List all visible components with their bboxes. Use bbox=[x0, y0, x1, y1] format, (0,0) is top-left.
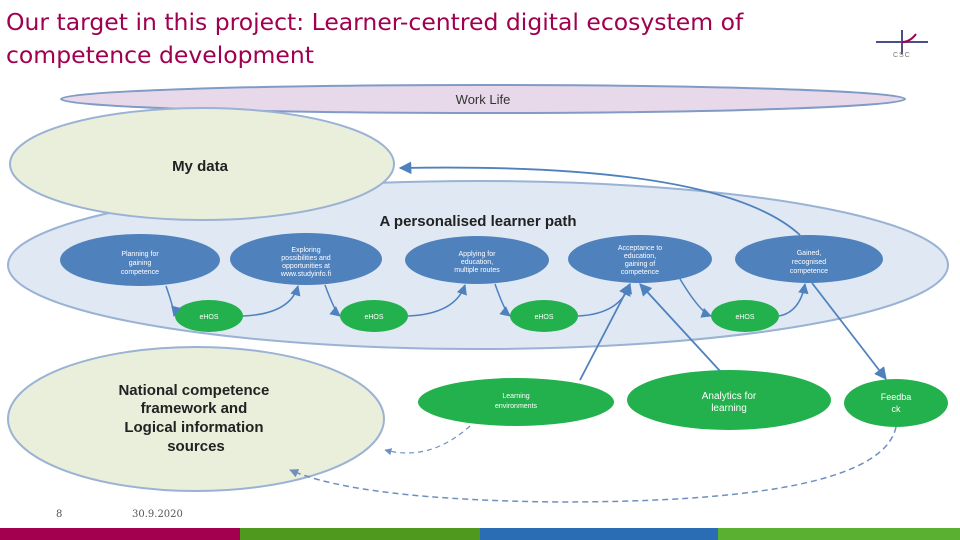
step-applying bbox=[405, 236, 549, 284]
feedback-to-mydata-arrow bbox=[398, 161, 801, 236]
national-framework-ellipse bbox=[7, 346, 385, 492]
flow-arrow-5 bbox=[494, 283, 511, 317]
flow-arrow-2 bbox=[242, 284, 301, 317]
page-number: 8 bbox=[56, 509, 63, 520]
env-to-acceptance-arrow bbox=[579, 282, 631, 381]
ehos-node-1 bbox=[175, 300, 243, 332]
flow-arrow-4 bbox=[407, 284, 467, 317]
work-life-label: Work Life bbox=[456, 92, 511, 107]
ehos-node-4 bbox=[711, 300, 779, 332]
step-acceptance bbox=[568, 235, 712, 283]
analytics-node bbox=[627, 370, 831, 430]
ehos-label-4: eHOS bbox=[735, 314, 754, 321]
ecosystem-diagram: Work Life My data A personalised learner… bbox=[0, 82, 960, 516]
ehos-label-1: eHOS bbox=[199, 314, 218, 321]
step-gained bbox=[735, 235, 883, 283]
logo-text: CSC bbox=[893, 52, 911, 59]
footer-bar-green bbox=[240, 528, 480, 540]
flow-arrow-1 bbox=[165, 285, 182, 318]
flow-arrow-3 bbox=[324, 284, 341, 317]
flow-arrow-7 bbox=[679, 278, 712, 318]
csc-logo bbox=[876, 30, 928, 54]
ehos-label-3: eHOS bbox=[534, 314, 553, 321]
gained-to-feedback-arrow bbox=[811, 282, 887, 380]
analytics-to-acceptance-arrow bbox=[639, 283, 721, 372]
footer-bar-blue bbox=[480, 528, 718, 540]
my-data-ellipse bbox=[9, 107, 395, 221]
ehos-label-2: eHOS bbox=[364, 314, 383, 321]
step-exploring bbox=[230, 233, 382, 285]
footer-bar-lightgreen bbox=[718, 528, 960, 540]
learning-environments-node bbox=[418, 378, 614, 426]
my-data-label: My data bbox=[172, 158, 229, 175]
slide-date: 30.9.2020 bbox=[132, 509, 183, 520]
flow-arrow-8 bbox=[778, 282, 809, 317]
dashed-return-arrow bbox=[289, 426, 897, 503]
learner-path-label: A personalised learner path bbox=[379, 213, 576, 230]
step-planning bbox=[60, 234, 220, 286]
national-framework-label: National competence framework and Logica… bbox=[118, 382, 273, 455]
ehos-node-2 bbox=[340, 300, 408, 332]
work-life-ellipse bbox=[60, 84, 906, 114]
feedback-node bbox=[844, 379, 948, 427]
dashed-env-arrow bbox=[384, 425, 471, 456]
ehos-node-3 bbox=[510, 300, 578, 332]
slide-title: Our target in this project: Learner-cent… bbox=[6, 8, 744, 69]
footer-bar-magenta bbox=[0, 528, 240, 540]
